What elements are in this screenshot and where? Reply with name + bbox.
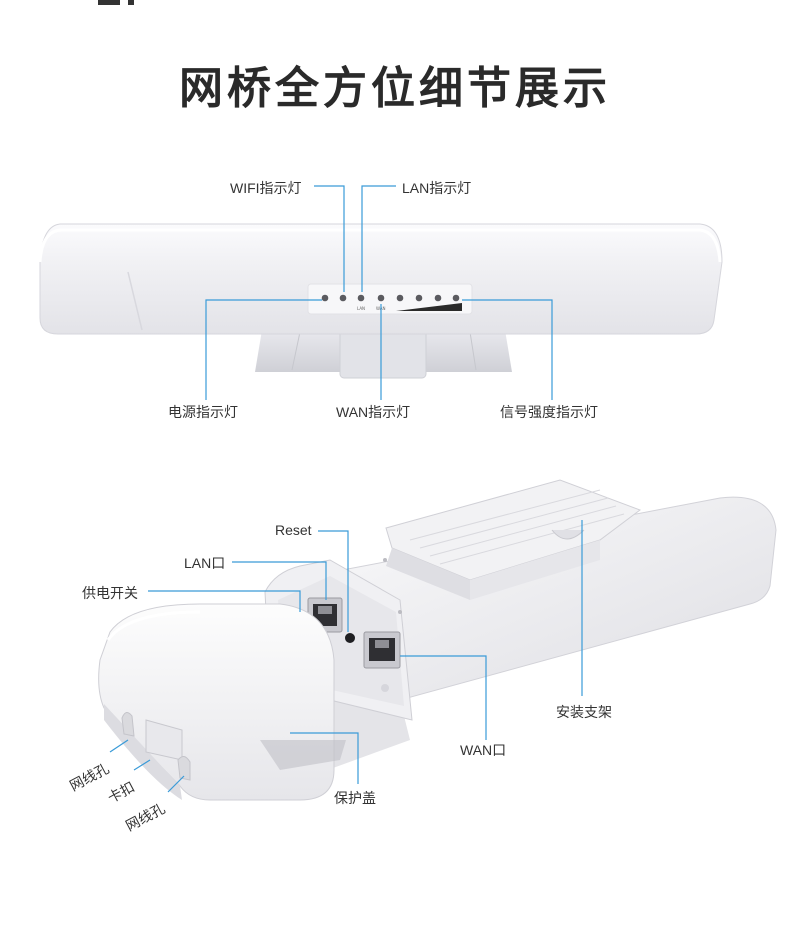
bottom-device [98,479,777,801]
label-wan-led: WAN指示灯 [336,404,411,420]
label-cover: 保护盖 [334,790,376,806]
label-wan-port: WAN口 [460,742,507,758]
led-lan-text: LAN [357,306,365,311]
label-signal-led: 信号强度指示灯 [500,404,598,420]
label-mount-bracket: 安装支架 [556,704,612,720]
page-title: 网桥全方位细节展示 [179,63,611,114]
label-power-led: 电源指示灯 [168,404,238,420]
label-reset: Reset [275,522,312,538]
label-lan-port: LAN口 [184,555,226,571]
partial-logo [98,0,148,6]
label-wifi-led: WIFI指示灯 [230,180,302,196]
callout-lines [109,185,583,793]
label-lan-led: LAN指示灯 [402,180,472,196]
label-power-switch: 供电开关 [82,585,138,601]
